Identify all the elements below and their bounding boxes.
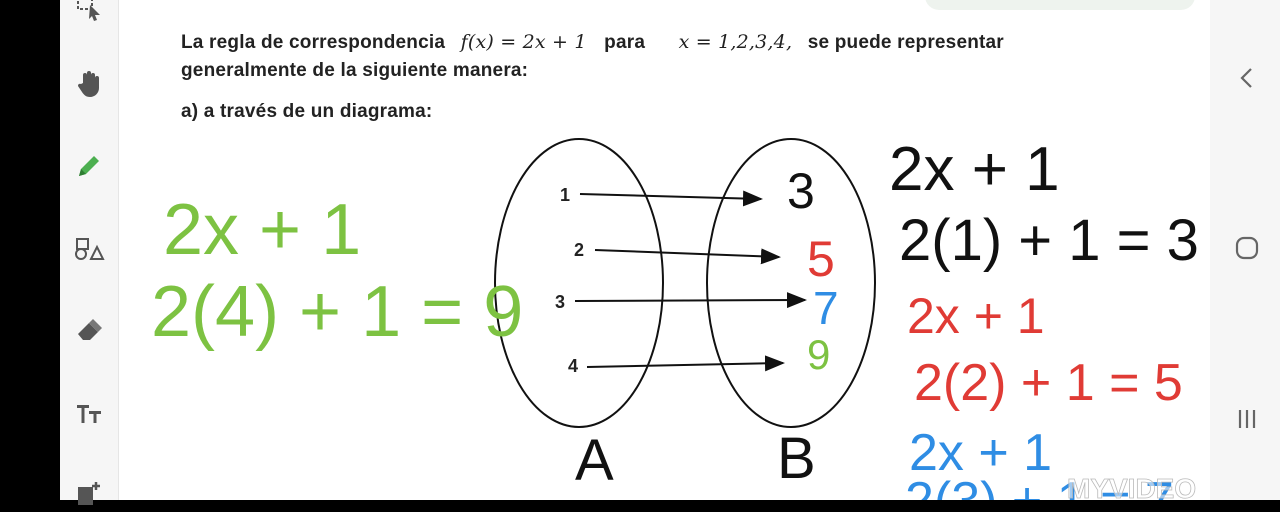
mapping-arrow-2 [594, 248, 781, 265]
tool-palette [60, 0, 119, 505]
set-a-label: A [575, 428, 614, 493]
set-a-value-3: 3 [555, 292, 565, 312]
watermark: MYVIDEO [1067, 473, 1196, 500]
problem-statement-line-1: La regla de correspondencia f(x) = 2x + … [181, 31, 1131, 54]
function-rule: f(x) = 2x + 1 [460, 31, 587, 53]
set-a-ellipse [494, 138, 664, 428]
statement-text-c: se puede representar [807, 32, 1004, 53]
set-b-value-5: 5 [807, 231, 835, 287]
left-black-margin [0, 0, 60, 500]
statement-text-b: para [604, 32, 646, 53]
document-canvas[interactable]: La regla de correspondencia f(x) = 2x + … [119, 0, 1210, 500]
eraser-icon[interactable] [71, 312, 107, 348]
set-a-value-2: 2 [574, 240, 584, 260]
lasso-select-icon[interactable] [71, 0, 107, 26]
problem-statement-line-2: generalmente de la siguiente manera: [181, 60, 529, 81]
set-b-label: B [777, 426, 816, 491]
add-page-icon[interactable] [71, 476, 107, 512]
mapping-arrow-1 [579, 190, 763, 207]
statement-text-a: La regla de correspondencia [181, 32, 446, 53]
top-pill-edge [925, 0, 1195, 10]
shapes-icon[interactable] [71, 230, 107, 266]
set-b-ellipse [706, 138, 876, 428]
red-calc: 2(2) + 1 = 5 [914, 354, 1183, 412]
red-formula: 2x + 1 [907, 288, 1045, 344]
recents-icon[interactable] [1232, 404, 1262, 434]
domain-values: x = 1,2,3,4, [678, 31, 793, 53]
set-b-value-3: 3 [787, 163, 815, 219]
set-a-value-1: 1 [560, 185, 570, 205]
text-size-icon[interactable] [71, 396, 107, 432]
set-b-value-9: 9 [807, 331, 830, 378]
set-a-value-4: 4 [568, 356, 578, 376]
blue-formula: 2x + 1 [909, 424, 1052, 482]
black-calc: 2(1) + 1 = 3 [899, 208, 1199, 273]
item-a-label: a) a través de un diagrama: [181, 101, 433, 122]
mapping-arrow-4 [586, 355, 785, 372]
hand-pan-icon[interactable] [71, 66, 107, 102]
home-circle-icon[interactable] [1232, 233, 1262, 263]
blue-calc: 2(3) + 1 = 7 [905, 472, 1174, 500]
chevron-left-icon[interactable] [1232, 63, 1262, 93]
pen-icon[interactable] [71, 148, 107, 184]
black-formula: 2x + 1 [889, 135, 1060, 204]
green-formula: 2x + 1 [163, 190, 361, 270]
mapping-arrow-3 [574, 292, 807, 309]
annotation-layer: 1 2 3 4 3 5 7 9 A B 2x + 1 2(4) + 1 = 9 … [151, 135, 1199, 500]
system-nav-bar [1210, 0, 1280, 500]
green-calc: 2(4) + 1 = 9 [151, 272, 523, 352]
set-b-value-7: 7 [813, 282, 839, 334]
